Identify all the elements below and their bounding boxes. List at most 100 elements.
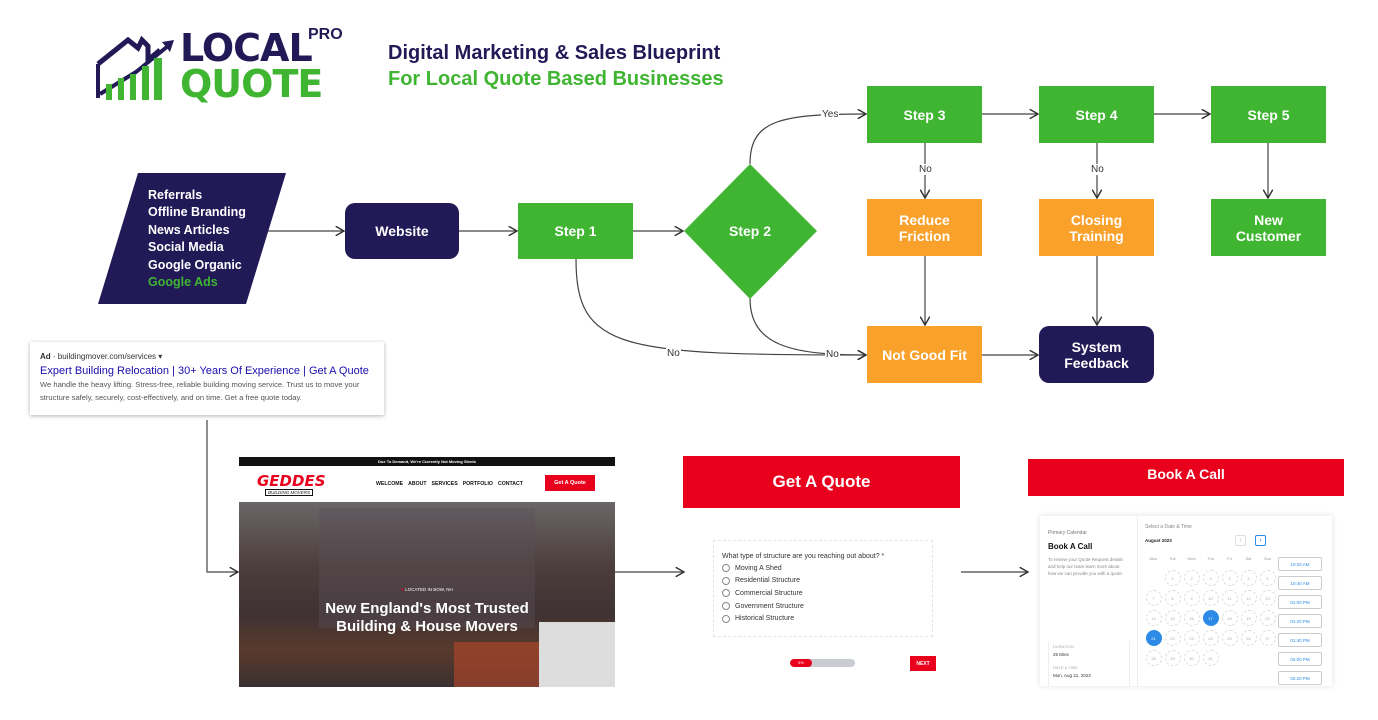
weekday-label: Sun — [1263, 556, 1272, 561]
calendar-day[interactable]: 27 — [1259, 630, 1276, 646]
calendar-day[interactable]: 6 — [1259, 570, 1276, 586]
calendar-day[interactable]: 31 — [1202, 650, 1219, 666]
calendar-day[interactable]: 18 — [1221, 610, 1238, 626]
time-slot-button[interactable]: 02:00 PM — [1278, 652, 1322, 666]
time-slot-button[interactable]: 01:20 PM — [1278, 614, 1322, 628]
weekday-label: Tue — [1169, 556, 1176, 561]
quote-question: What type of structure are you reaching … — [722, 553, 885, 560]
edge-label-no: No — [825, 349, 840, 360]
source-item: Social Media — [148, 240, 224, 255]
duration-value: 25 Mins — [1053, 652, 1069, 657]
time-slot-button[interactable]: 02:20 PM — [1278, 671, 1322, 685]
calendar-day[interactable]: 3 — [1202, 570, 1219, 586]
calendar-day[interactable]: 14 — [1145, 610, 1162, 626]
calendar-name: Primary Calendar — [1048, 530, 1087, 536]
calendar-day[interactable]: 21 — [1145, 630, 1162, 646]
option-government[interactable]: Government Structure — [722, 600, 924, 613]
duration-label: DURATION — [1053, 644, 1074, 649]
calendar-day[interactable]: 23 — [1183, 630, 1200, 646]
calendar-day[interactable]: 12 — [1240, 590, 1257, 606]
option-moving-shed[interactable]: Moving A Shed — [722, 562, 924, 575]
calendar-day[interactable]: 15 — [1164, 610, 1181, 626]
nav-services[interactable]: SERVICES — [431, 481, 458, 487]
calendar-day[interactable]: 9 — [1183, 590, 1200, 606]
time-slots: 10:20 AM 10:40 AM 01:00 PM 01:20 PM 01:40 PM… — [1278, 557, 1322, 686]
site-get-quote-button[interactable]: Get A Quote — [545, 475, 595, 491]
calendar-day[interactable]: 7 — [1145, 590, 1162, 606]
quote-next-button[interactable]: NEXT — [910, 656, 936, 671]
nav-portfolio[interactable]: PORTFOLIO — [462, 481, 493, 487]
source-item: Google Organic — [148, 257, 242, 272]
calendar-day[interactable]: 13 — [1259, 590, 1276, 606]
site-hero: ● LOCATED IN BOW, NH New England's Most … — [239, 502, 615, 687]
quote-form: What type of structure are you reaching … — [713, 540, 933, 637]
calendar-day[interactable]: 8 — [1164, 590, 1181, 606]
calendar-day[interactable]: 29 — [1164, 650, 1181, 666]
calendar-day[interactable]: 24 — [1202, 630, 1219, 646]
date-value: Mon, Aug 21, 2023 — [1053, 673, 1091, 678]
site-logo[interactable]: GEDDES — [257, 472, 326, 490]
nav-welcome[interactable]: WELCOME — [376, 481, 404, 487]
sources-shape — [98, 173, 286, 304]
node-step-1: Step 1 — [518, 203, 633, 259]
edge-label-yes: Yes — [821, 109, 840, 120]
website-screenshot: Due To Demand, We're Currently Not Movin… — [239, 457, 615, 687]
calendar-day[interactable]: 22 — [1164, 630, 1181, 646]
ad-description: We handle the heavy lifting. Stress-free… — [40, 380, 360, 402]
source-item: Offline Branding — [148, 205, 246, 220]
calendar-day[interactable]: 10 — [1202, 590, 1219, 606]
ad-url[interactable]: buildingmover.com/services — [57, 352, 157, 361]
logo-quote: QUOTE — [180, 62, 323, 106]
nav-contact[interactable]: CONTACT — [497, 481, 523, 487]
site-nav: WELCOME ABOUT SERVICES PORTFOLIO CONTACT — [376, 481, 523, 487]
option-historical[interactable]: Historical Structure — [722, 612, 924, 625]
calendar-day[interactable]: 20 — [1259, 610, 1276, 626]
calendar-day[interactable]: 17 — [1202, 610, 1219, 626]
calendar-day[interactable]: 5 — [1240, 570, 1257, 586]
calendar-day[interactable]: 26 — [1240, 630, 1257, 646]
date-label: DATE & TIME — [1053, 665, 1078, 670]
edge-label-no: No — [1090, 164, 1105, 175]
booking-description: To review your Quote Request details and… — [1048, 557, 1124, 576]
time-slot-button[interactable]: 01:00 PM — [1278, 595, 1322, 609]
node-step-4: Step 4 — [1039, 86, 1154, 143]
house-chart-icon — [96, 35, 174, 100]
site-located: ● LOCATED IN BOW, NH — [401, 587, 453, 592]
edge-ad-site — [206, 420, 238, 572]
time-slot-button[interactable]: 01:40 PM — [1278, 633, 1322, 647]
ad-headline[interactable]: Expert Building Relocation | 30+ Years O… — [40, 365, 369, 377]
edge-label-no: No — [666, 348, 681, 359]
nav-about[interactable]: ABOUT — [408, 481, 427, 487]
booking-calendar: Primary Calendar Book A Call To review y… — [1040, 516, 1332, 686]
calendar-day[interactable]: 16 — [1183, 610, 1200, 626]
ad-tag: Ad — [40, 352, 51, 361]
node-step-3: Step 3 — [867, 86, 982, 143]
calendar-day[interactable]: 25 — [1221, 630, 1238, 646]
calendar-day[interactable]: 28 — [1145, 650, 1162, 666]
node-reduce-friction: Reduce Friction — [867, 199, 982, 256]
option-residential[interactable]: Residential Structure — [722, 575, 924, 588]
next-month-button[interactable]: › — [1255, 535, 1266, 546]
time-slot-button[interactable]: 10:20 AM — [1278, 557, 1322, 571]
quote-header: Get A Quote — [683, 456, 960, 508]
calendar-day[interactable]: 1 — [1164, 570, 1181, 586]
node-not-good-fit: Not Good Fit — [867, 326, 982, 383]
edge-step2-notfit — [749, 297, 866, 355]
weekday-label: Sat — [1245, 556, 1252, 561]
logo: LOCAL PRO QUOTE — [96, 26, 346, 106]
calendar-day[interactable]: 19 — [1240, 610, 1257, 626]
calendar-day[interactable]: 2 — [1183, 570, 1200, 586]
calendar-day[interactable]: 11 — [1221, 590, 1238, 606]
edge-label-no: No — [918, 164, 933, 175]
page-subtitle: For Local Quote Based Businesses — [388, 68, 724, 90]
prev-month-button[interactable]: ‹ — [1235, 535, 1246, 546]
calendar-day[interactable]: 4 — [1221, 570, 1238, 586]
calendar-day[interactable]: 30 — [1183, 650, 1200, 666]
time-slot-button[interactable]: 10:40 AM — [1278, 576, 1322, 590]
quote-progress-fill: 5% — [790, 659, 812, 667]
calendar-empty-cell — [1146, 570, 1162, 586]
option-commercial[interactable]: Commercial Structure — [722, 587, 924, 600]
month-label: August 2023 — [1145, 538, 1172, 543]
weekday-label: Wed — [1187, 556, 1196, 561]
quote-progress-bar: 5% — [790, 659, 855, 667]
